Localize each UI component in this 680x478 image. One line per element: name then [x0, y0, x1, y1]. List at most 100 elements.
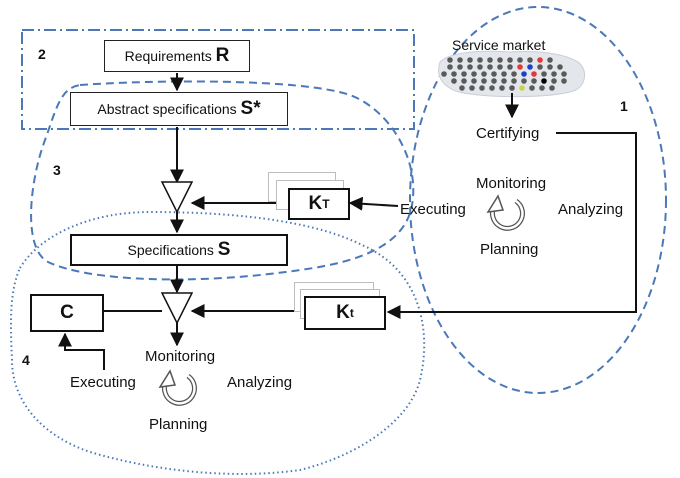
market-node [561, 78, 567, 84]
market-node [457, 57, 463, 63]
right-analyzing-label: Analyzing [558, 201, 624, 218]
service-market-title: Service market [452, 37, 546, 53]
requirements-symbol: R [215, 45, 230, 66]
market-node [511, 71, 517, 77]
certifying-label: Certifying [476, 125, 540, 142]
triangle-upper [160, 181, 194, 214]
market-node [469, 85, 475, 91]
market-node [561, 71, 567, 77]
market-node [557, 64, 563, 70]
market-node [507, 64, 513, 70]
market-node [479, 85, 485, 91]
market-node [549, 85, 555, 91]
market-node [511, 78, 517, 84]
market-node [507, 57, 513, 63]
market-node [531, 78, 537, 84]
market-node [537, 57, 543, 63]
left-planning-label: Planning [149, 416, 208, 433]
market-node [539, 85, 545, 91]
region-3-boundary [30, 80, 415, 281]
region-number-3: 3 [53, 162, 61, 178]
market-node [517, 57, 523, 63]
kT-sub: T [322, 197, 330, 211]
market-node [519, 85, 525, 91]
market-node [541, 71, 547, 77]
market-node [499, 85, 505, 91]
left-analyzing-label: Analyzing [227, 374, 293, 391]
region-number-4: 4 [22, 352, 30, 368]
market-node [461, 71, 467, 77]
abstract-specifications-symbol: S* [240, 98, 261, 119]
requirements-label: Requirements [124, 48, 216, 64]
market-node [471, 78, 477, 84]
market-node [527, 64, 533, 70]
market-node [497, 64, 503, 70]
market-node [529, 85, 535, 91]
market-node [477, 64, 483, 70]
specifications-box: Specifications S [70, 234, 288, 266]
market-node [537, 64, 543, 70]
right-executing-label: Executing [400, 201, 466, 218]
arrow-certifying-to-kt [386, 132, 637, 319]
specifications-label: Specifications [127, 242, 218, 258]
market-node [501, 71, 507, 77]
loop-icon-right [486, 194, 525, 231]
market-node [501, 78, 507, 84]
market-node [457, 64, 463, 70]
market-node [447, 64, 453, 70]
region-number-2: 2 [38, 46, 46, 62]
service-market-cloud [438, 50, 585, 98]
market-node [487, 64, 493, 70]
specifications-symbol: S [217, 239, 231, 260]
left-monitoring-label: Monitoring [145, 348, 216, 365]
abstract-specifications-label: Abstract specifications [97, 101, 241, 117]
market-node [459, 85, 465, 91]
market-node [527, 57, 533, 63]
market-node [541, 78, 547, 84]
right-planning-label: Planning [480, 241, 539, 258]
region-1-boundary [409, 6, 667, 394]
market-node [467, 64, 473, 70]
kt-sub: t [349, 306, 354, 320]
market-node [441, 71, 447, 77]
market-node [489, 85, 495, 91]
market-node [471, 71, 477, 77]
arrow-executing-to-kT [348, 196, 399, 211]
c-box-label: C [60, 302, 74, 323]
c-box: C [30, 294, 104, 332]
right-monitoring-label: Monitoring [476, 175, 547, 192]
market-node [551, 71, 557, 77]
kT-base: K [308, 193, 323, 214]
market-node [491, 78, 497, 84]
market-node [491, 71, 497, 77]
market-node [461, 78, 467, 84]
market-node [481, 78, 487, 84]
market-node [447, 57, 453, 63]
market-node [551, 78, 557, 84]
market-node [487, 57, 493, 63]
market-node [547, 64, 553, 70]
market-node [509, 85, 515, 91]
requirements-box: Requirements R [104, 40, 250, 72]
market-node [521, 71, 527, 77]
region-2-boundary [21, 29, 415, 130]
market-node [521, 78, 527, 84]
arrow-executing-to-c [58, 332, 105, 370]
region-number-1: 1 [620, 98, 628, 114]
loop-icon-left [158, 369, 197, 406]
triangle-lower [160, 292, 194, 325]
market-node [451, 78, 457, 84]
market-node [467, 57, 473, 63]
market-node [481, 71, 487, 77]
left-executing-label: Executing [70, 374, 136, 391]
market-node [477, 57, 483, 63]
market-network-dots [441, 57, 567, 91]
market-node [497, 57, 503, 63]
market-node [451, 71, 457, 77]
market-node [517, 64, 523, 70]
market-node [531, 71, 537, 77]
abstract-specifications-box: Abstract specifications S* [70, 92, 288, 126]
